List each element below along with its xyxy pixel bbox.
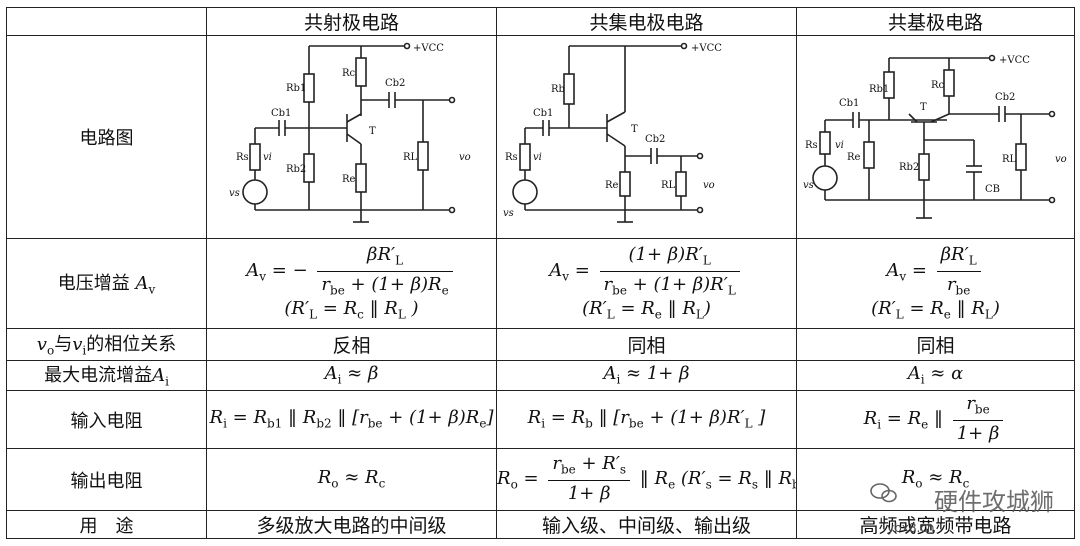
cc-vi-label: vi xyxy=(533,152,542,163)
row-label-usage: 用 途 xyxy=(6,510,207,539)
header-empty xyxy=(6,7,207,36)
cb-rc-label: Rc xyxy=(931,80,945,91)
cb-schematic: +VCC Rb1 Rb2 Rc xyxy=(803,54,1067,219)
ce-rs-label: Rs xyxy=(236,152,249,163)
ce-rb2-label: Rb2 xyxy=(286,164,306,175)
cb-rb1-label: Rb1 xyxy=(869,84,889,95)
header-common-emitter: 共射极电路 xyxy=(206,7,497,36)
ce-t-label: T xyxy=(369,126,376,137)
phase-ce: 反相 xyxy=(206,328,497,361)
cb-capacitor-label: CB xyxy=(985,184,1000,195)
cc-vcc-label: +VCC xyxy=(691,43,722,54)
ce-vs-label: vs xyxy=(229,188,240,199)
cc-schematic: +VCC Rb Re RL T Cb1 Cb2 Rs xyxy=(503,42,722,223)
watermark-site: ybx8.cn xyxy=(887,521,935,535)
row-label-current-gain: 最大电流增益Ai xyxy=(6,360,207,391)
ce-vo-label: vo xyxy=(459,152,471,163)
cb-rb2-label: Rb2 xyxy=(899,162,919,173)
usage-ce: 多级放大电路的中间级 xyxy=(206,510,497,539)
cb-t-label: T xyxy=(920,102,927,113)
cb-cb1-label: Cb1 xyxy=(839,98,859,109)
ce-rl-label: RL xyxy=(403,152,418,163)
row-label-phase: vo与vi的相位关系 xyxy=(6,328,207,361)
cc-t-label: T xyxy=(631,124,638,135)
header-common-collector: 共集电极电路 xyxy=(496,7,797,36)
cc-rb-label: Rb xyxy=(551,84,565,95)
ce-vi-label: vi xyxy=(263,152,272,163)
cb-vi-label: vi xyxy=(835,140,844,151)
ce-schematic: +VCC Rb1 Rb2 Rc Re T Cb1 xyxy=(229,42,471,223)
row-label-rout: 输出电阻 xyxy=(6,448,207,511)
cb-vo-label: vo xyxy=(1055,154,1067,165)
cb-rs-label: Rs xyxy=(805,140,818,151)
rout-ce: Ro ≈ Rc xyxy=(206,448,497,511)
cc-vo-label: vo xyxy=(703,180,715,191)
rin-cc: Ri = Rb ‖ [rbe + (1+ β)R′L ] xyxy=(496,390,797,449)
ce-rc-label: Rc xyxy=(342,68,356,79)
ce-vcc-label: +VCC xyxy=(413,43,444,54)
cb-vs-label: vs xyxy=(803,180,814,191)
cb-vcc-label: +VCC xyxy=(999,55,1030,66)
circuit-common-collector: +VCC Rb Re RL T Cb1 Cb2 Rs xyxy=(496,35,797,239)
rin-ce: Ri = Rb1 ‖ Rb2 ‖ [rbe + (1+ β)Re] xyxy=(206,390,497,449)
usage-cb: 高频或宽频带电路 xyxy=(796,510,1075,539)
circuit-common-emitter: +VCC Rb1 Rb2 Rc Re T Cb1 xyxy=(206,35,497,239)
rout-cc: Ro = rbe + R′s1+ β ‖ Re (R′s = Rs ‖ Rb) xyxy=(496,448,797,511)
phase-cb: 同相 xyxy=(796,328,1075,361)
cb-re-label: Re xyxy=(847,152,861,163)
cc-vs-label: vs xyxy=(503,208,514,219)
wechat-icon xyxy=(870,483,897,503)
cc-cb2-label: Cb2 xyxy=(645,134,665,145)
ce-re-label: Re xyxy=(342,174,356,185)
row-label-gain: 电压增益 Av xyxy=(6,238,207,329)
rout-cb: Ro ≈ Rc xyxy=(796,448,1075,511)
cc-cb1-label: Cb1 xyxy=(533,108,553,119)
phase-cc: 同相 xyxy=(496,328,797,361)
cb-cb2-label: Cb2 xyxy=(995,92,1015,103)
ce-rb1-label: Rb1 xyxy=(286,83,306,94)
usage-cc: 输入级、中间级、输出级 xyxy=(496,510,797,539)
current-gain-cb: Ai ≈ α xyxy=(796,360,1075,391)
amplifier-comparison-table: 共射极电路 共集电极电路 共基极电路 电路图 +VCC xyxy=(6,7,1075,539)
row-label-circuit: 电路图 xyxy=(6,35,207,239)
cc-re-label: Re xyxy=(605,180,619,191)
watermark-text: 硬件攻城狮 xyxy=(934,488,1054,516)
current-gain-ce: Ai ≈ β xyxy=(206,360,497,391)
header-common-base: 共基极电路 xyxy=(796,7,1075,36)
cb-rl-label: RL xyxy=(1002,154,1017,165)
ce-cb1-label: Cb1 xyxy=(271,108,291,119)
circuit-common-base: +VCC Rb1 Rb2 Rc xyxy=(796,35,1075,239)
row-label-rin: 输入电阻 xyxy=(6,390,207,449)
ce-cb2-label: Cb2 xyxy=(385,78,405,89)
current-gain-cc: Ai ≈ 1+ β xyxy=(496,360,797,391)
cc-rs-label: Rs xyxy=(505,152,518,163)
cc-rl-label: RL xyxy=(661,180,676,191)
